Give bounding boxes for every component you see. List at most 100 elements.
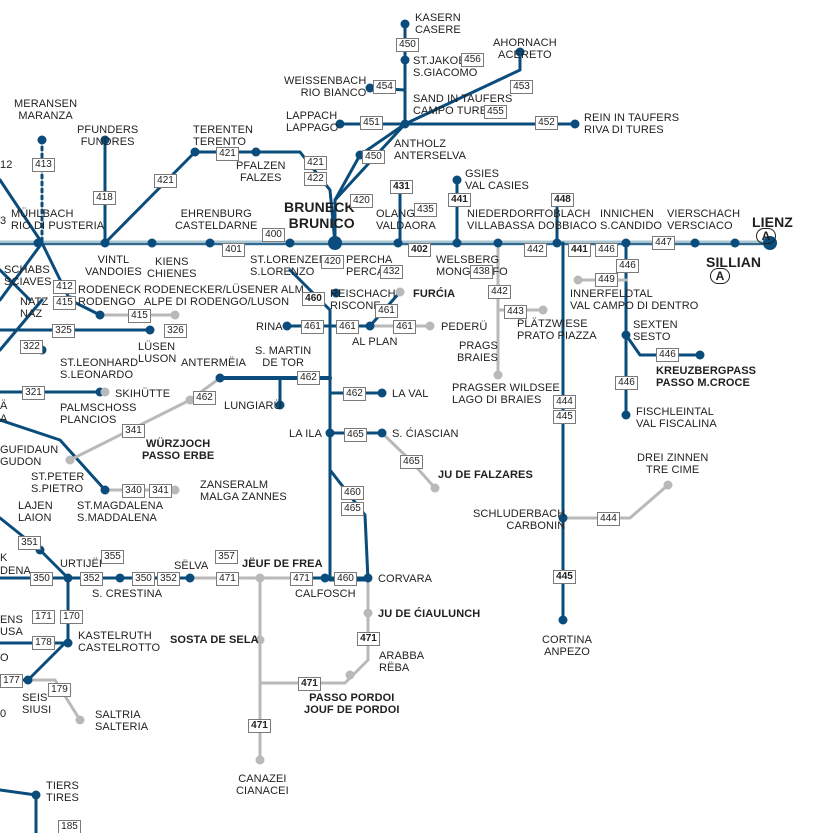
route-box-446a[interactable]: 446: [595, 243, 618, 257]
route-box-465b[interactable]: 465: [400, 455, 423, 469]
stop-luesen[interactable]: [145, 325, 155, 335]
stop-innerfeldtal[interactable]: [573, 275, 583, 285]
stop-pederue[interactable]: [425, 321, 435, 331]
route-box-448[interactable]: 448: [551, 193, 574, 207]
route-box-415a[interactable]: 415: [53, 296, 76, 310]
stop-olang[interactable]: [393, 238, 403, 248]
route-box-443[interactable]: 443: [504, 305, 527, 319]
stop-label-lungiaru[interactable]: LUNGIARÜ: [224, 400, 282, 412]
route-box-421a[interactable]: 421: [216, 147, 239, 161]
route-box-178[interactable]: 178: [32, 636, 55, 650]
stop-label-dena[interactable]: DENA: [0, 565, 31, 577]
stop-scrstina[interactable]: [115, 573, 125, 583]
stop-sandintaufers[interactable]: [400, 119, 410, 129]
route-box-401[interactable]: 401: [222, 243, 245, 257]
route-box-421b[interactable]: 421: [154, 174, 177, 188]
route-box-461a[interactable]: 461: [375, 304, 398, 318]
route-box-453[interactable]: 453: [510, 80, 533, 94]
stop-antermoia[interactable]: [215, 373, 225, 383]
route-box-179[interactable]: 179: [48, 683, 71, 697]
stop-niederdorf[interactable]: [452, 238, 462, 248]
route-box-452[interactable]: 452: [535, 116, 558, 130]
stop-kasern[interactable]: [400, 19, 410, 29]
stop-sciascian[interactable]: [377, 428, 387, 438]
route-box-442b[interactable]: 442: [488, 285, 511, 299]
route-box-454[interactable]: 454: [373, 80, 396, 94]
route-box-341b[interactable]: 341: [149, 484, 172, 498]
stop-selva[interactable]: [185, 573, 195, 583]
route-box-445b[interactable]: 445: [553, 570, 576, 584]
stop-laila[interactable]: [325, 428, 335, 438]
stop-label-al-plan[interactable]: AL PLAN: [352, 336, 398, 348]
stop-wuerzjoch[interactable]: [185, 395, 195, 405]
route-box-471d[interactable]: 471: [298, 677, 321, 691]
stop-schluderbach[interactable]: [558, 513, 568, 523]
route-box-444a[interactable]: 444: [553, 395, 576, 409]
route-box-471e[interactable]: 471: [248, 719, 271, 733]
stop-label-k[interactable]: K: [0, 552, 8, 564]
route-box-355[interactable]: 355: [101, 550, 124, 564]
stop-canazei[interactable]: [255, 755, 265, 765]
stop-sostadesela[interactable]: [255, 635, 265, 645]
stop-lungiaru[interactable]: [275, 400, 285, 410]
route-box-420a[interactable]: 420: [350, 194, 373, 208]
stop-label-skihuette[interactable]: SKIHÜTTE: [115, 388, 171, 400]
route-box-357[interactable]: 357: [215, 550, 238, 564]
stop-meransen[interactable]: [37, 135, 47, 145]
route-box-449[interactable]: 449: [595, 273, 618, 287]
route-box-456[interactable]: 456: [461, 53, 484, 67]
stop-innichen[interactable]: [621, 238, 631, 248]
stop-rodeneckeralm[interactable]: [170, 310, 180, 320]
stop-label-corvara[interactable]: CORVARA: [378, 573, 433, 585]
stop-muehlbach[interactable]: [33, 238, 43, 248]
route-box-177[interactable]: 177: [0, 674, 23, 688]
stop-ehrenburg[interactable]: [205, 238, 215, 248]
route-box-352b[interactable]: 352: [157, 572, 180, 586]
stop-label-ju-de-ciaulunch[interactable]: JU DE ĆIAULUNCH: [378, 608, 481, 620]
route-box-420b[interactable]: 420: [321, 255, 344, 269]
route-box-471b[interactable]: 471: [290, 572, 313, 586]
route-box-325[interactable]: 325: [52, 324, 75, 338]
stop-skihuette[interactable]: [100, 387, 110, 397]
stop-sillian[interactable]: [730, 238, 740, 248]
route-box-431[interactable]: 431: [390, 180, 413, 194]
route-box-400[interactable]: 400: [262, 228, 285, 242]
stop-label-calfosch[interactable]: CALFOSCH: [295, 588, 356, 600]
stop-label-ju-de-falzares[interactable]: JU DE FALZARES: [438, 469, 533, 481]
route-box-171[interactable]: 171: [32, 610, 55, 624]
stop-pfunders[interactable]: [100, 135, 110, 145]
route-box-465c[interactable]: 465: [341, 502, 364, 516]
stop-ahornach[interactable]: [515, 47, 525, 57]
stop-calfosch[interactable]: [320, 573, 330, 583]
route-box-421c[interactable]: 421: [304, 156, 327, 170]
stop-label-jeuf-de-frea[interactable]: JËUF DE FREA: [242, 558, 323, 570]
